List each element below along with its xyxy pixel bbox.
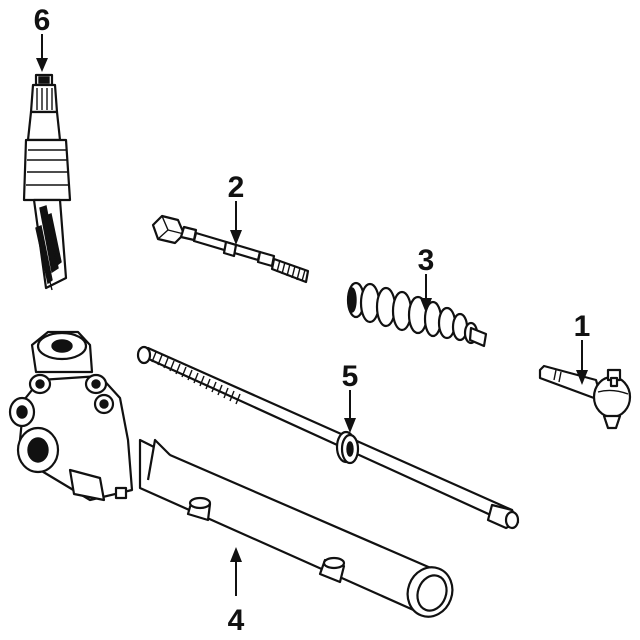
callout-2: 2: [228, 171, 245, 245]
callout-number: 3: [418, 244, 435, 277]
callout-number: 6: [34, 4, 51, 37]
rack-boot-bellows-icon: [346, 281, 488, 348]
callout-number: 4: [228, 604, 245, 637]
callout-4: 4: [228, 547, 245, 637]
callout-number: 2: [228, 171, 245, 204]
outer-tie-rod-end-icon: [538, 364, 632, 430]
callout-number: 5: [342, 360, 359, 393]
steering-pinion-shaft-icon: [22, 73, 72, 291]
callout-5: 5: [342, 360, 359, 433]
rack-teeth: [151, 351, 241, 405]
callout-6: 6: [34, 4, 51, 72]
inner-tie-rod-icon: [151, 214, 310, 284]
callout-number: 1: [574, 310, 591, 343]
steering-gear-housing-icon: [8, 330, 454, 618]
callout-1: 1: [574, 310, 591, 385]
steering-rack-bar-icon: [136, 345, 520, 530]
callout-3: 3: [418, 244, 435, 313]
